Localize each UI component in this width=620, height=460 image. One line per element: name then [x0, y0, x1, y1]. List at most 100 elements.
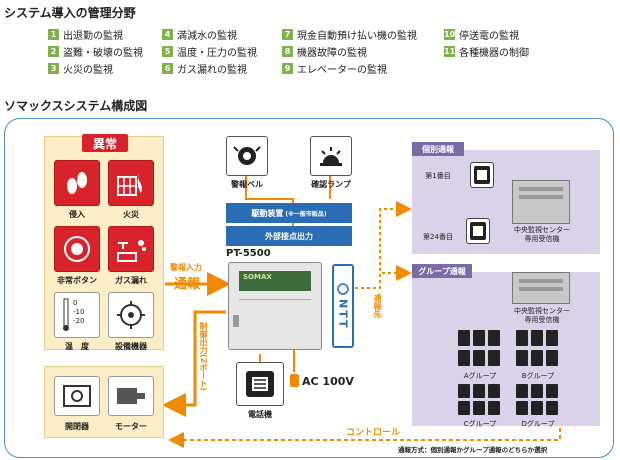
group-d-label: Dグループ — [521, 420, 555, 428]
equipment-label: 設備機器 — [115, 342, 147, 351]
section1-title: システム導入の管理分野 — [4, 6, 136, 20]
ntt-icon — [337, 283, 349, 295]
group-d-phones — [516, 384, 560, 420]
function-number: 4 — [162, 29, 173, 40]
emergency-button-icon — [54, 226, 100, 272]
plug-icon — [290, 374, 299, 387]
device-panel-line — [239, 299, 311, 307]
thermo-tick: 0 — [73, 299, 78, 307]
switch-label: 開閉器 — [65, 422, 89, 431]
emergency-button-label: 非常ボタン — [57, 276, 97, 285]
alarm-bell-label: 警報ベル — [231, 180, 263, 189]
function-item: 1 出退勤の監視 — [48, 27, 123, 42]
individual-title: 個別通報 — [412, 142, 464, 156]
pt5500-device: SOMAX — [228, 262, 322, 350]
function-label: 出退勤の監視 — [63, 31, 123, 42]
function-number: 1 — [48, 29, 59, 40]
function-item: 2 盗難・破壊の監視 — [48, 44, 143, 59]
function-item: 4 満減水の監視 — [162, 27, 237, 42]
phone-icon — [236, 362, 284, 406]
device-display: SOMAX — [239, 271, 311, 291]
thermo-tick: -20 — [73, 317, 85, 325]
abnormal-badge: 異常 — [82, 134, 128, 152]
first-target-label: 第1番目 — [425, 172, 451, 180]
function-label: 温度・圧力の監視 — [177, 48, 257, 59]
drive-device-label: 駆動装置 — [251, 208, 284, 218]
function-item: 6 ガス漏れの監視 — [162, 61, 247, 76]
group-panel — [412, 272, 600, 426]
footnote: 通報方式：個別通報かグループ通報のどちらか選択 — [398, 446, 548, 454]
drive-device-bar: 駆動装置 (※一般市販品) — [226, 203, 352, 223]
group-center-label: 中央監視センター — [514, 307, 570, 315]
group-c-label: Cグループ — [463, 420, 497, 428]
report-label: 通報 — [174, 277, 201, 292]
function-label: 停送電の監視 — [459, 31, 519, 42]
lamp-icon — [310, 136, 352, 176]
drive-note: (※一般市販品) — [285, 210, 327, 218]
group-a-phones — [458, 330, 502, 370]
function-item: 8 機器故障の監視 — [282, 44, 367, 59]
function-label: 火災の監視 — [63, 65, 113, 76]
temperature-label: 温 度 — [65, 342, 89, 351]
thermo-tick: -10 — [73, 308, 85, 316]
function-number: 9 — [282, 63, 293, 74]
function-number: 6 — [162, 63, 173, 74]
group-a-label: Aグループ — [463, 372, 497, 380]
function-label: 機器故障の監視 — [297, 48, 367, 59]
intrusion-label: 侵入 — [69, 210, 85, 219]
receiver-machine-icon — [512, 180, 570, 224]
function-label: 各種機器の制御 — [459, 48, 529, 59]
alarm-input-label: 警報入力 — [170, 263, 202, 272]
function-label: 現金自動預け払い機の監視 — [297, 31, 417, 42]
function-number: 10 — [444, 29, 456, 40]
report-to-label: 通報先 — [373, 294, 382, 318]
switch-icon — [54, 376, 100, 416]
model-label: PT-5500 — [226, 248, 271, 259]
receiver-machine-icon — [512, 272, 570, 304]
function-item: 5 温度・圧力の監視 — [162, 44, 257, 59]
footprint-icon — [54, 160, 100, 206]
motor-icon — [108, 376, 154, 416]
ac-power-label: AC 100V — [302, 375, 354, 388]
group-b-phones — [516, 330, 560, 370]
function-label: ガス漏れの監視 — [177, 65, 247, 76]
equipment-icon — [108, 292, 154, 338]
thermo-scale: 0 -10 -20 — [73, 299, 84, 326]
gas-leak-label: ガス漏れ — [115, 276, 147, 285]
motor-label: モーター — [115, 422, 147, 431]
phone-icon — [466, 218, 490, 244]
function-label: 満減水の監視 — [177, 31, 237, 42]
diagram-frame — [4, 118, 614, 458]
function-item: 9 エレベーターの監視 — [282, 61, 387, 76]
individual-center-label: 中央監視センター — [514, 226, 570, 234]
function-number: 3 — [48, 63, 59, 74]
function-number: 8 — [282, 46, 293, 57]
ntt-box: NTT — [332, 264, 354, 348]
phone-icon — [470, 162, 494, 188]
control-label: コントロール — [346, 428, 401, 438]
phone-label: 電話機 — [248, 410, 272, 419]
thermometer-icon: 0 -10 -20 — [54, 292, 100, 338]
function-number: 2 — [48, 46, 59, 57]
external-contact-bar: 外部接点出力 — [226, 226, 352, 246]
function-label: 盗難・破壊の監視 — [63, 48, 143, 59]
function-number: 11 — [444, 46, 456, 57]
group-receiver-label: 専用受信機 — [524, 316, 560, 324]
alarm-bell-icon — [226, 136, 268, 176]
confirm-lamp-label: 確認ランプ — [311, 180, 351, 189]
group-c-phones — [458, 384, 502, 420]
group-title: グループ通報 — [412, 264, 472, 278]
function-number: 7 — [282, 29, 293, 40]
function-label: エレベーターの監視 — [297, 65, 387, 76]
function-item: 7 現金自動預け払い機の監視 — [282, 27, 417, 42]
individual-receiver-label: 専用受信機 — [524, 235, 560, 243]
last-target-label: 第24番目 — [423, 233, 453, 241]
fire-label: 火災 — [123, 210, 139, 219]
function-number: 5 — [162, 46, 173, 57]
function-item: 3 火災の監視 — [48, 61, 113, 76]
group-b-label: Bグループ — [521, 372, 555, 380]
ntt-label: NTT — [336, 298, 350, 330]
device-handle — [233, 315, 239, 327]
control-output-label: 制御出力(2ポート) — [199, 322, 208, 391]
